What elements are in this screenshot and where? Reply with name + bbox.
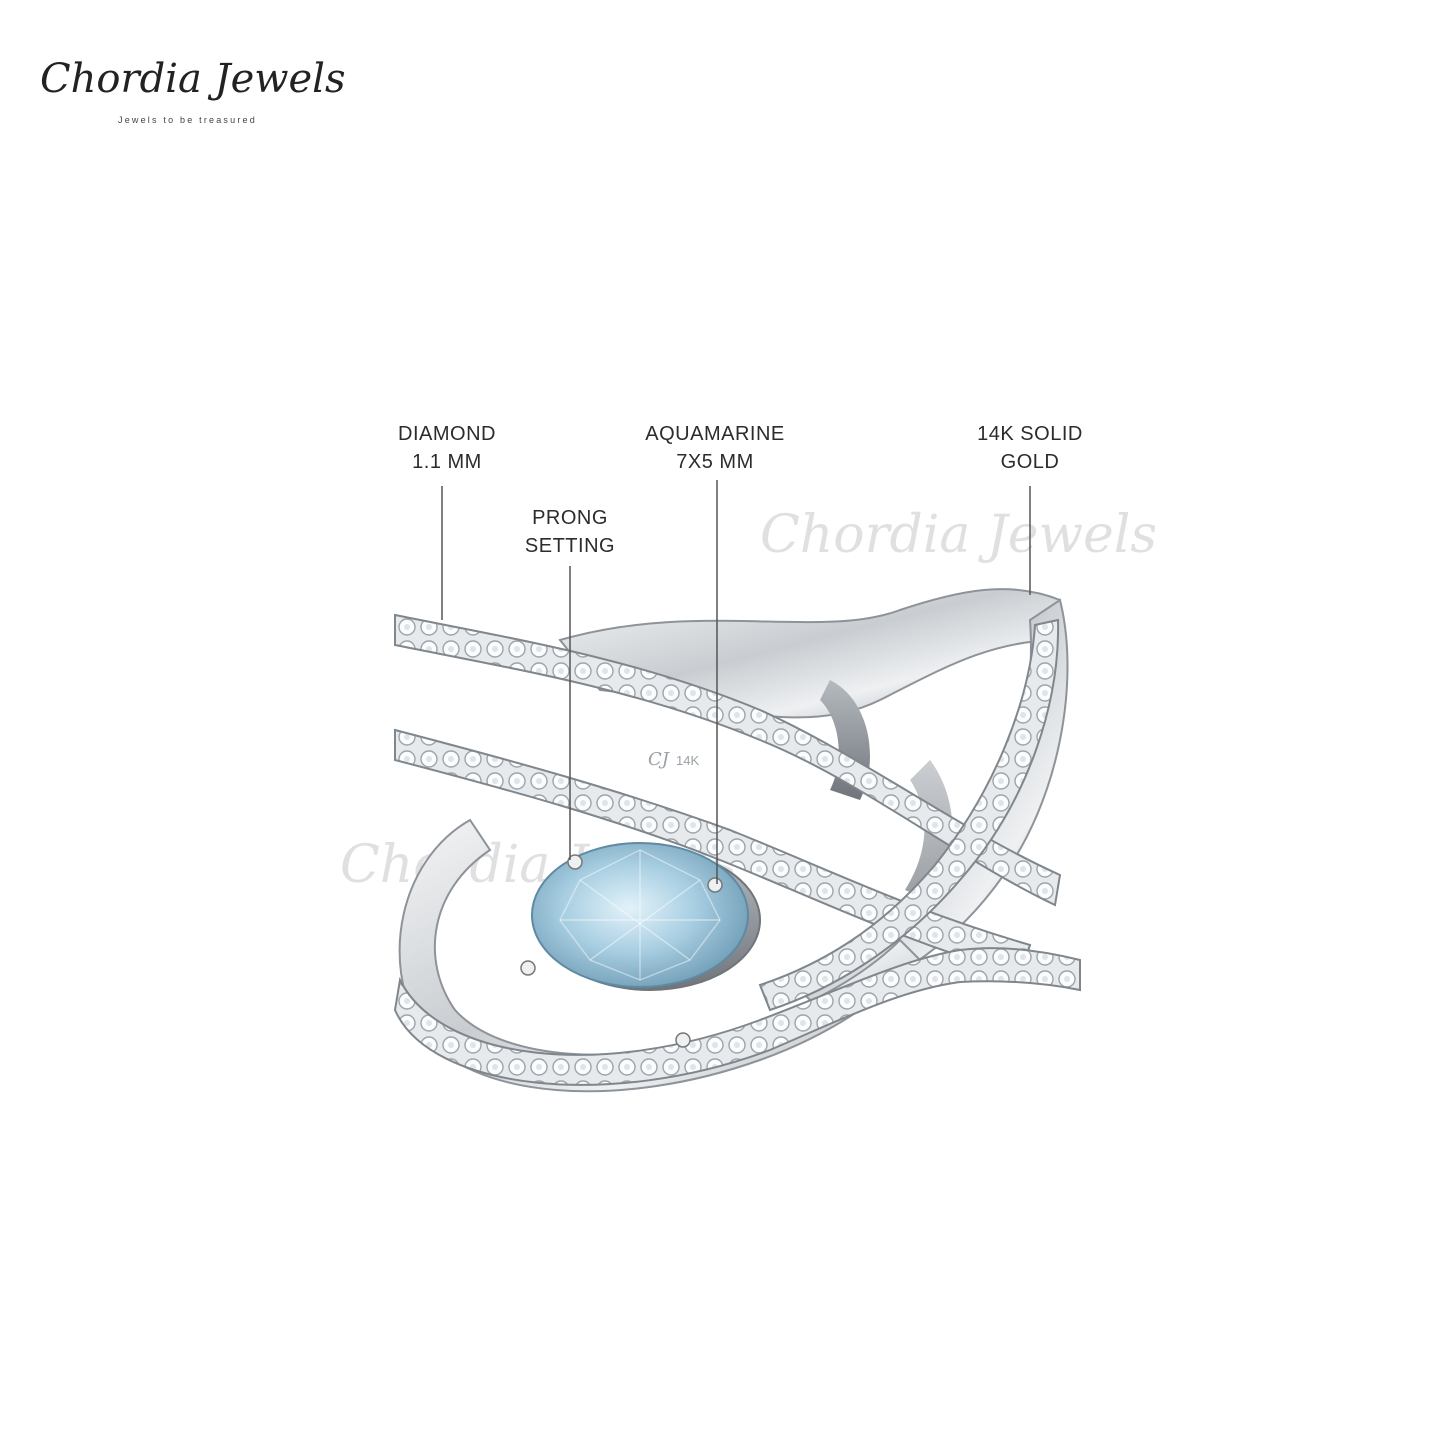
callout-gold-line2: GOLD <box>1000 451 1060 473</box>
callout-prong-line2: SETTING <box>524 535 616 557</box>
callout-diamond: DIAMOND 1.1 MM <box>372 420 522 476</box>
prong-3 <box>675 1032 691 1048</box>
callout-aquamarine-line2: 7X5 MM <box>676 451 754 473</box>
watermark-top: Chordia Jewels <box>760 505 1158 565</box>
callout-gold: 14K SOLID GOLD <box>955 420 1105 476</box>
brand-tagline: Jewels to be treasured <box>118 115 257 125</box>
callout-aquamarine-line1: AQUAMARINE <box>645 423 785 445</box>
prong-2 <box>520 960 536 976</box>
prong-1 <box>567 854 583 870</box>
hallmark-karat: 14K <box>676 753 699 768</box>
callout-diamond-line2: 1.1 MM <box>412 451 482 473</box>
callout-aquamarine: AQUAMARINE 7X5 MM <box>620 420 810 476</box>
prong-4 <box>707 877 723 893</box>
pave-band-lower <box>393 947 1081 1086</box>
callout-prong-line1: PRONG <box>532 507 608 529</box>
callout-diamond-line1: DIAMOND <box>398 423 496 445</box>
pave-band-upper <box>394 613 1062 907</box>
aquamarine-gem <box>531 842 749 988</box>
hallmark-logo: CJ <box>648 749 671 770</box>
callout-prong: PRONG SETTING <box>500 504 640 560</box>
callout-gold-line1: 14K SOLID <box>977 423 1083 445</box>
pave-band-right <box>758 618 1060 1012</box>
